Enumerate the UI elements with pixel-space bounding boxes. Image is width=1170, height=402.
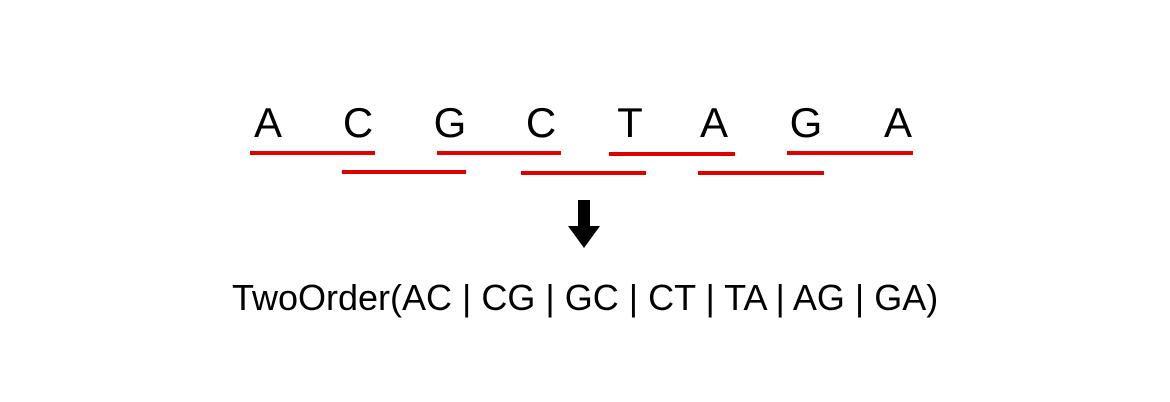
sequence-letter: G <box>789 99 823 146</box>
pair-underline-ct <box>521 171 646 175</box>
sequence-letter: A <box>699 99 729 146</box>
sequence-letter: G <box>433 99 467 146</box>
pair-underline-cg <box>342 170 466 174</box>
sequence-letter: C <box>342 99 374 146</box>
pair-underline-ac <box>250 151 375 155</box>
pair-underline-ga <box>787 151 913 155</box>
pair-underline-ag <box>698 171 824 175</box>
pair-underline-gc <box>437 151 561 155</box>
sequence-letter: T <box>617 99 643 146</box>
sequence-letter: A <box>253 99 283 146</box>
pair-underline-ta <box>609 152 735 156</box>
sequence-letter: C <box>525 99 557 146</box>
sequence-letter: A <box>883 99 913 146</box>
two-order-formula: TwoOrder(AC | CG | GC | CT | TA | AG | G… <box>232 277 939 318</box>
down-arrow-icon <box>568 200 600 248</box>
